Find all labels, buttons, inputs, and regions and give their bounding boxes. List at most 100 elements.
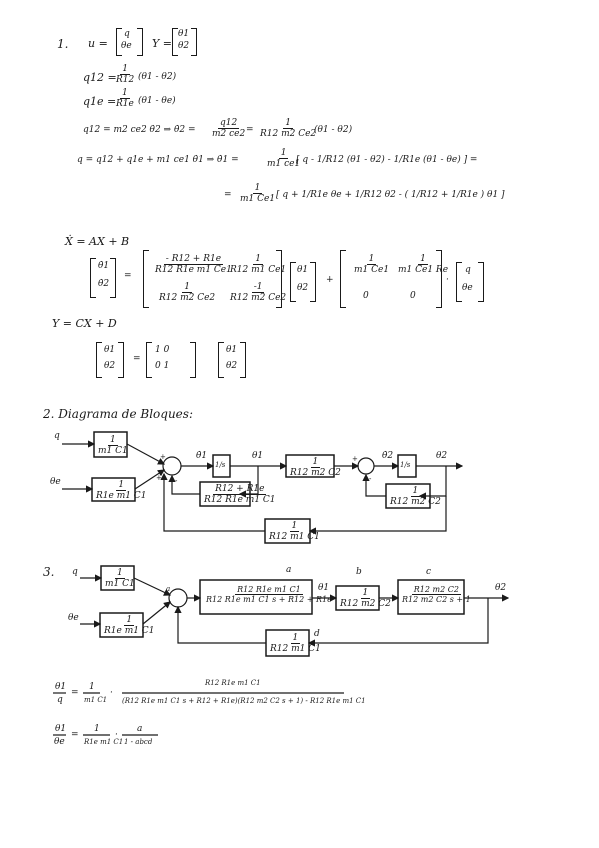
- u-vec2-bracket-left: [456, 262, 462, 302]
- y-vec-0: θ1: [178, 29, 190, 39]
- out-lhs-bracket-right: [118, 342, 124, 378]
- x-vec-bracket-left: [290, 262, 296, 302]
- tf1-f1-num: 1: [89, 682, 95, 692]
- y-vec-1: θ2: [178, 41, 190, 51]
- tf1-f2-num: R12 R1e m1 C1: [205, 679, 261, 687]
- state-dot: ·: [446, 275, 449, 285]
- state-equation: Ẋ = AX + B: [65, 235, 130, 248]
- c-matrix-bracket-right: [190, 342, 196, 378]
- d2-line-b-sum: [134, 469, 166, 490]
- state-equals: =: [124, 271, 132, 281]
- matrix-a-bracket-left: [143, 250, 149, 308]
- d3-label-c: c: [426, 567, 432, 577]
- u-bracket-right: [137, 28, 143, 56]
- d3-line-fb-out: [174, 605, 266, 644]
- out-lhs-1: θ2: [104, 361, 116, 371]
- out-lhs-0: θ1: [104, 345, 116, 355]
- tf2-f2-den: 1 - abcd: [124, 738, 153, 746]
- d3-line-fb-in: [307, 598, 489, 647]
- d3-line-b-sum: [142, 601, 171, 625]
- eq-q12: q12 = m2 ce2 θ̇2 ⇒ θ̇2 =: [83, 125, 196, 135]
- d3-signal-t2: θ2: [495, 583, 507, 593]
- u-vec-0: q: [124, 29, 130, 39]
- out-x-1: θ2: [226, 361, 238, 371]
- q1e-lhs: q1e =: [83, 95, 117, 108]
- d2-sum1-minus: -: [175, 477, 178, 485]
- out-x-bracket-right: [240, 342, 246, 378]
- tf2-dot: ·: [115, 730, 118, 740]
- c-matrix-row-2: 0 1: [155, 361, 170, 371]
- diagram-3: [80, 565, 510, 657]
- out-lhs-bracket-left: [96, 342, 102, 378]
- d2-signal-t2dot: θ̇2: [382, 451, 394, 461]
- section-3-number: 3.: [43, 565, 55, 579]
- eq-q: q = q12 + q1e + m1 ce1 θ̇1 ⇒ θ̇1 =: [77, 155, 239, 165]
- u-bracket-left: [116, 28, 122, 56]
- out-x-bracket-left: [218, 342, 224, 378]
- d3-label-b: b: [356, 567, 362, 577]
- d3-block-right-outline: [397, 579, 465, 615]
- d2-line-fb2-out: [362, 473, 386, 497]
- u-definition: u =: [88, 37, 108, 50]
- x-vec-bracket-right: [310, 262, 316, 302]
- tf2-equals: =: [71, 730, 79, 740]
- eq-q2-equals: =: [224, 190, 232, 200]
- out-x-0: θ1: [226, 345, 238, 355]
- tf1-f1-den: m1 C1: [84, 696, 108, 704]
- d2-sum2: [357, 457, 375, 475]
- q1e-rhs: (θ1 - θe): [138, 96, 176, 106]
- d2-signal-t1dot: θ̇1: [196, 451, 208, 461]
- u-vec2-1: θe: [462, 283, 473, 293]
- d2-line-fb1-in: [238, 466, 259, 498]
- d3-input-q: q: [72, 567, 78, 577]
- state-lhs-bracket-left: [90, 258, 96, 298]
- matrix-a-bracket-right: [276, 250, 282, 308]
- d2-input-te: θe: [50, 477, 61, 487]
- matrix-b-bracket-right: [436, 250, 442, 308]
- tf1-equals: =: [71, 688, 79, 698]
- d2-int2: 1/s: [400, 461, 411, 469]
- d2-int1: 1/s: [215, 461, 226, 469]
- d3-label-a: a: [286, 565, 292, 575]
- d2-line-fb3-out: [160, 472, 265, 532]
- matrix-b-21: 0: [363, 291, 369, 301]
- d3-label-d: d: [314, 629, 320, 639]
- u-vec-1: θe: [121, 41, 132, 51]
- c-matrix-row-1: 1 0: [155, 345, 170, 355]
- section-2-title: 2. Diagrama de Bloques:: [43, 407, 193, 421]
- d2-input-q: q: [54, 431, 60, 441]
- x-vec-1: θ2: [297, 283, 309, 293]
- d3-block-big-outline: [199, 579, 313, 615]
- output-equation: Y = CX + D: [52, 317, 117, 330]
- diagram-2: [62, 431, 464, 544]
- tf2-lhs-num: θ1: [55, 724, 67, 734]
- q12-lhs: q12 =: [83, 71, 117, 84]
- tf2-f1-den: R1e m1 C1: [84, 738, 124, 746]
- tf2-f1-num: 1: [94, 724, 100, 734]
- u-vec2-bracket-right: [478, 262, 484, 302]
- state-lhs-1: θ̇2: [98, 279, 110, 289]
- y-bracket-right: [191, 28, 197, 56]
- d3-sum1: [168, 588, 188, 608]
- d2-sum1-plus-b: +: [156, 474, 162, 482]
- tf2-f2-num: a: [137, 724, 143, 734]
- x-vec-0: θ1: [297, 265, 309, 275]
- d3-signal-t1: θ1: [318, 583, 330, 593]
- c-matrix-bracket-left: [146, 342, 152, 378]
- y-definition: Y =: [152, 37, 172, 50]
- d3-line-a-sum: [133, 577, 172, 596]
